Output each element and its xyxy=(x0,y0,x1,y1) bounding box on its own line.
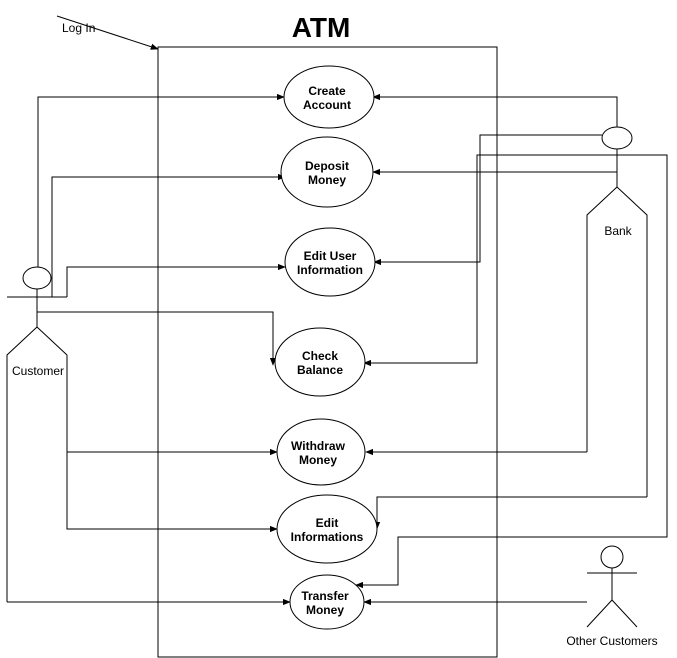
use-case-edit-user-information: Edit User Information xyxy=(284,227,376,297)
edit-informations-line-1: Edit xyxy=(316,516,339,530)
use-case-create-account: Create Account xyxy=(283,65,375,129)
customer-to-edit-informations xyxy=(66,355,278,533)
bank-to-edit-informations xyxy=(373,496,647,530)
other-customers-head xyxy=(600,545,624,569)
transfer-money-line-1: Transfer xyxy=(301,589,349,603)
customer-to-edit-user-information xyxy=(66,263,286,297)
bank-actor: Bank xyxy=(586,126,648,497)
use-case-withdraw-money: Withdraw Money xyxy=(276,418,366,486)
bank-to-transfer-money xyxy=(355,154,668,589)
transfer-money-line-2: Money xyxy=(306,603,344,617)
deposit-money-line-2: Money xyxy=(308,173,346,187)
customer-to-check-balance xyxy=(37,311,277,366)
bank-legs xyxy=(586,186,648,497)
login-label: Log In xyxy=(62,21,95,35)
check-balance-line-1: Check xyxy=(302,349,338,363)
edit-user-information-line-1: Edit User xyxy=(304,249,357,263)
check-balance-line-2: Balance xyxy=(297,363,343,377)
login-arrow xyxy=(56,15,159,50)
deposit-money-line-1: Deposit xyxy=(305,159,349,173)
bank-head xyxy=(601,126,633,150)
other-customers-label: Other Customers xyxy=(566,634,657,648)
customer-label: Customer xyxy=(12,364,64,378)
customer-head xyxy=(22,266,52,290)
create-account-line-2: Account xyxy=(303,98,351,112)
use-case-check-balance: Check Balance xyxy=(274,327,366,397)
create-account-line-1: Create xyxy=(308,84,346,98)
customer-to-create-account xyxy=(37,93,285,267)
use-case-transfer-money: Transfer Money xyxy=(289,574,365,630)
other-customers-actor: Other Customers xyxy=(566,545,658,648)
edit-informations-line-2: Informations xyxy=(291,530,364,544)
withdraw-money-line-2: Money xyxy=(299,453,337,467)
edit-user-information-line-2: Information xyxy=(297,263,363,277)
withdraw-money-line-1: Withdraw xyxy=(291,439,346,453)
bank-to-create-account xyxy=(372,93,618,127)
customer-actor: Customer xyxy=(6,266,68,602)
bank-connectors xyxy=(355,93,668,589)
bank-to-check-balance xyxy=(363,154,617,367)
bank-label: Bank xyxy=(604,224,632,238)
other-customers-legs xyxy=(586,599,638,628)
use-case-edit-informations: Edit Informations xyxy=(276,494,378,564)
system-boundary xyxy=(157,46,498,658)
customer-to-deposit-money xyxy=(51,173,286,297)
customer-legs xyxy=(6,326,68,602)
system-title: ATM xyxy=(292,12,351,43)
use-case-deposit-money: Deposit Money xyxy=(280,136,374,208)
customer-connectors xyxy=(7,93,291,606)
bank-to-edit-user-information xyxy=(373,134,602,266)
